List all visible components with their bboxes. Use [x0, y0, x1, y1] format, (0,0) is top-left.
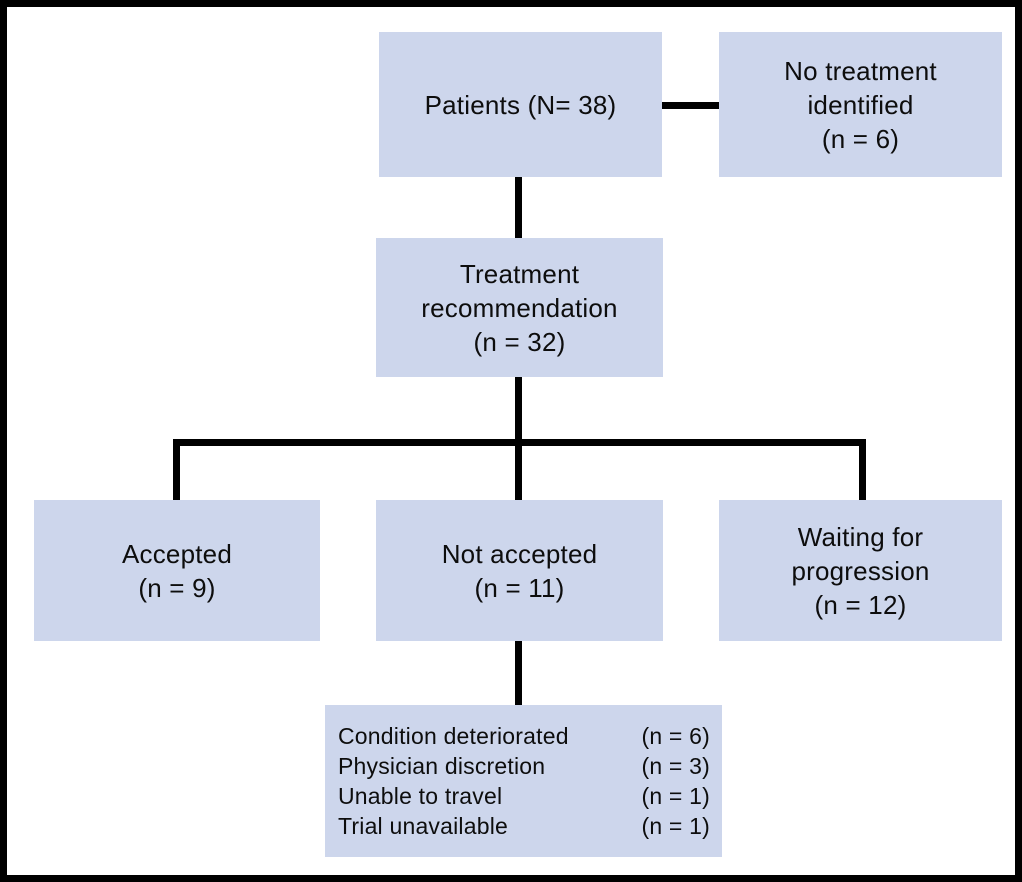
node-waiting-line: Waiting for	[797, 521, 924, 552]
reason-count: (n = 1)	[641, 783, 710, 809]
node-not-accepted-label: Not accepted	[441, 538, 598, 569]
branch-horizontal-line	[173, 439, 866, 446]
node-no-treatment-line: identified	[807, 89, 914, 120]
connector-branch-to-waiting	[859, 439, 866, 500]
node-waiting-line: progression	[791, 555, 930, 586]
node-treatment-recommendation: Treatment recommendation (n = 32)	[376, 238, 663, 377]
reason-count: (n = 6)	[641, 723, 710, 749]
reason-count: (n = 3)	[641, 753, 710, 779]
node-treatment-count: (n = 32)	[473, 326, 566, 357]
connector-patients-to-treatment	[515, 177, 522, 239]
reason-count: (n = 1)	[641, 813, 710, 839]
reason-label: Trial unavailable	[338, 813, 509, 839]
node-patients: Patients (N= 38)	[379, 32, 662, 177]
node-accepted: Accepted (n = 9)	[34, 500, 320, 641]
node-accepted-label: Accepted	[121, 538, 232, 569]
node-waiting-count: (n = 12)	[814, 589, 907, 620]
node-not-accepted-count: (n = 11)	[474, 572, 565, 603]
node-waiting-for-progression: Waiting for progression (n = 12)	[719, 500, 1002, 641]
connector-treatment-to-branch	[515, 377, 522, 500]
connector-branch-to-accepted	[173, 439, 180, 500]
node-no-treatment-count: (n = 6)	[821, 123, 900, 154]
reason-label: Condition deteriorated	[338, 723, 569, 749]
reason-label: Physician discretion	[338, 753, 546, 779]
node-not-accepted-reasons: Condition deteriorated (n = 6) Physician…	[325, 705, 722, 857]
node-patients-label: Patients (N= 38)	[424, 89, 617, 120]
connector-not-accepted-to-reasons	[515, 641, 522, 705]
reason-row: Unable to travel (n = 1)	[338, 781, 710, 811]
node-accepted-count: (n = 9)	[138, 572, 216, 603]
connector-patients-to-no-treatment	[660, 102, 721, 109]
reason-row: Condition deteriorated (n = 6)	[338, 721, 710, 751]
reason-row: Trial unavailable (n = 1)	[338, 811, 710, 841]
node-not-accepted: Not accepted (n = 11)	[376, 500, 663, 641]
node-no-treatment-line: No treatment	[784, 55, 937, 86]
node-treatment-line: Treatment	[459, 258, 580, 289]
reason-label: Unable to travel	[338, 783, 503, 809]
node-treatment-line: recommendation	[421, 292, 618, 323]
reason-row: Physician discretion (n = 3)	[338, 751, 710, 781]
node-no-treatment-identified: No treatment identified (n = 6)	[719, 32, 1002, 177]
